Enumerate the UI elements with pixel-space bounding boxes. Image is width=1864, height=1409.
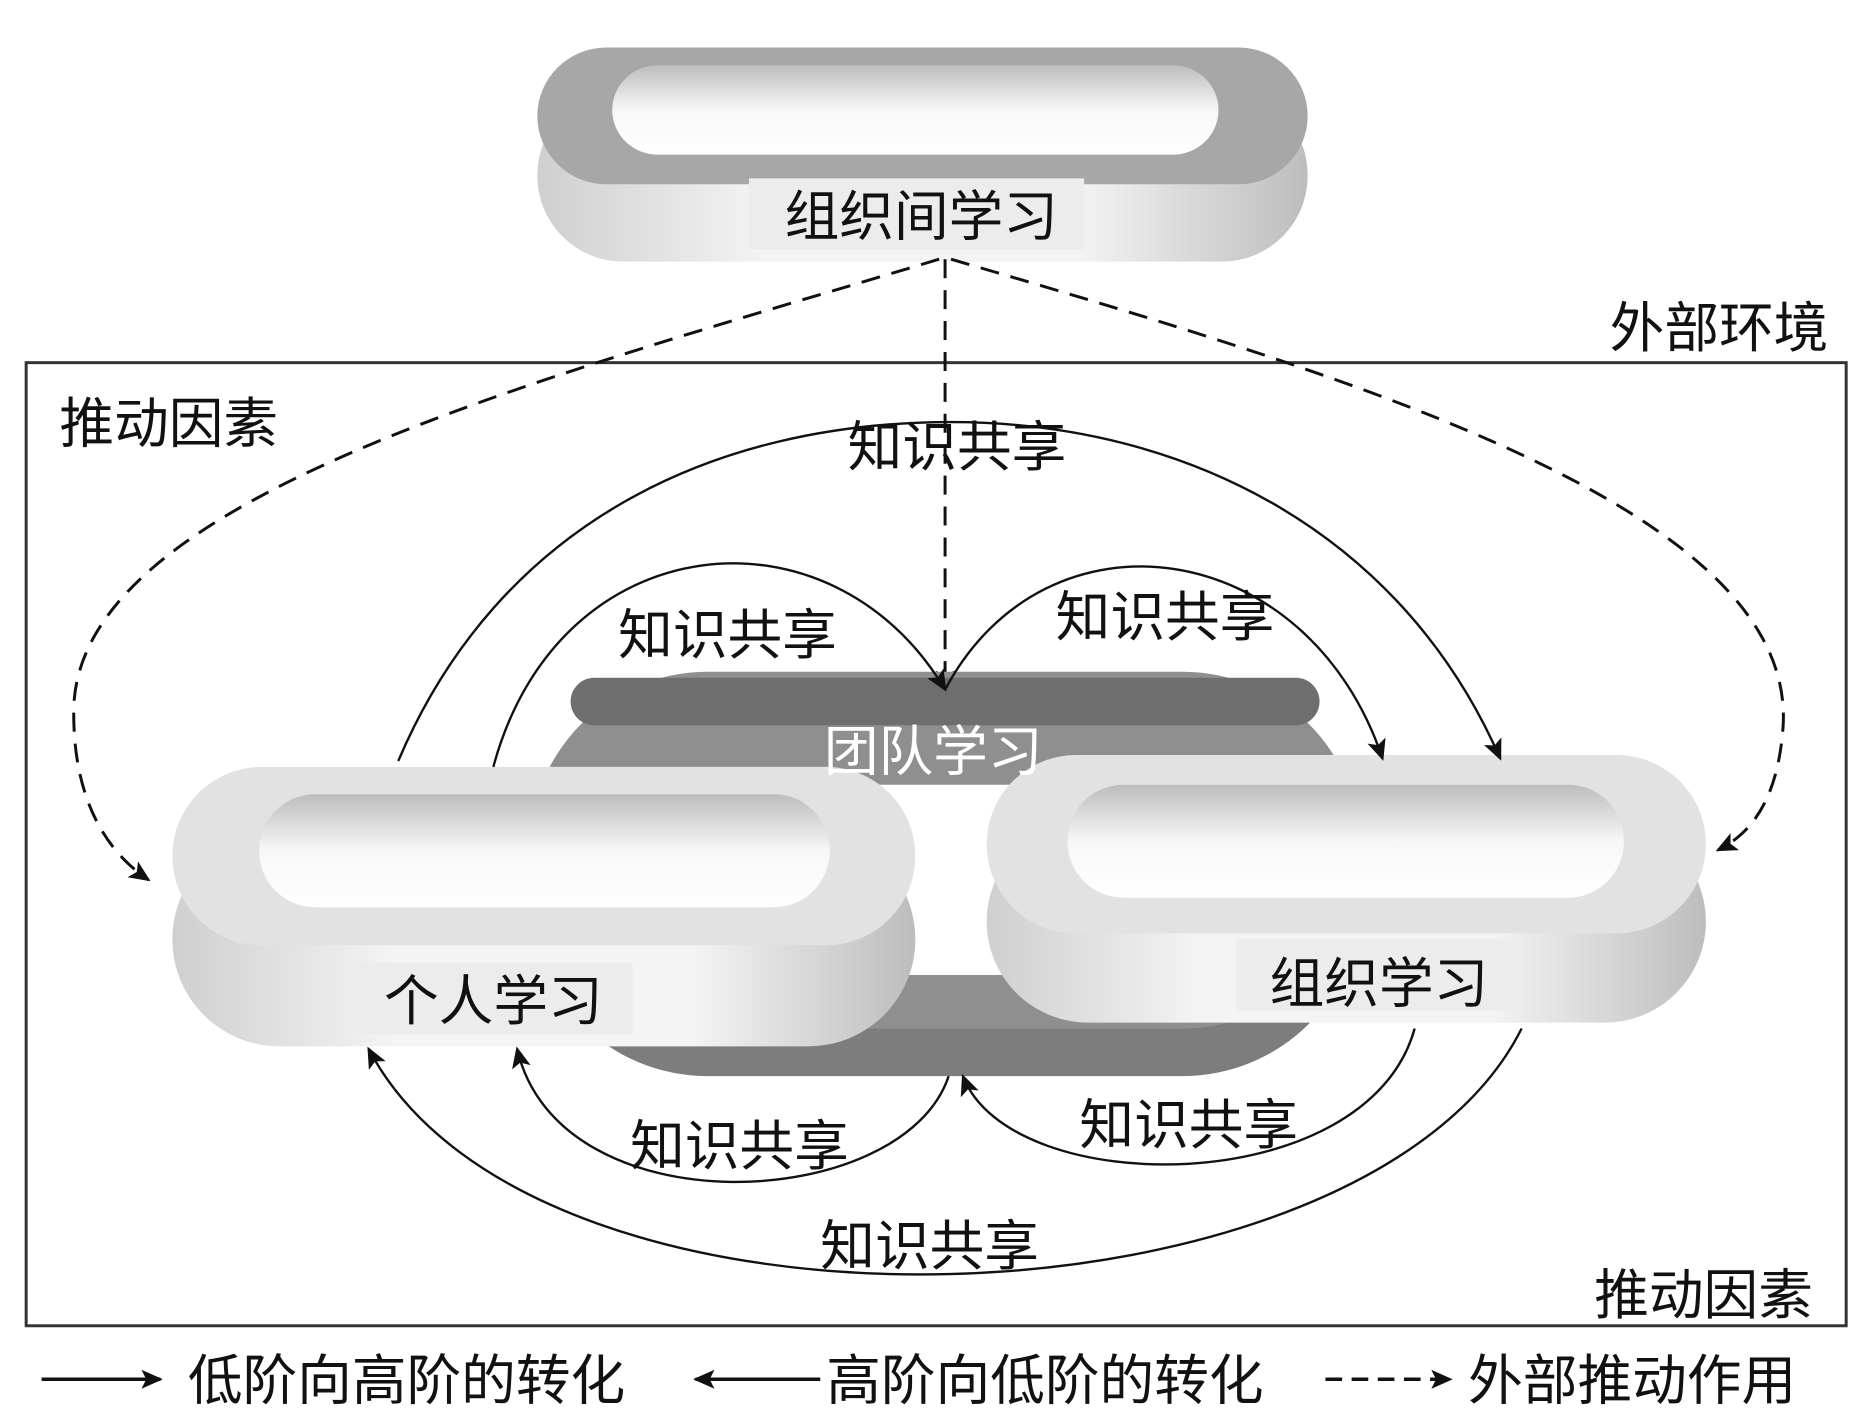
legend: 低阶向高阶的转化 高阶向低阶的转化 外部推动作用 [41,1348,1796,1409]
edge-label-bottom-outer: 知识共享 [820,1214,1039,1278]
node-organization-label: 组织学习 [1270,951,1489,1015]
edge-label-top-right: 知识共享 [1056,585,1275,649]
environment-box [24,361,1848,1328]
arrow-bottom-left [512,1046,950,1184]
edge-label-top-outer: 知识共享 [848,415,1067,479]
drivers-label-bottom: 推动因素 [1594,1263,1813,1327]
node-inter-org-label: 组织间学习 [785,184,1058,248]
legend-low-to-high: 低阶向高阶的转化 [188,1348,625,1409]
node-individual-label: 个人学习 [384,969,603,1033]
external-arrow-to-organization [950,257,1785,852]
edge-label-bottom-left: 知识共享 [630,1114,849,1178]
ring-inter-org [537,47,1308,262]
arrow-bottom-right [960,1028,1416,1166]
arrow-top-right [944,565,1386,761]
arrow-top-left [492,562,947,768]
environment-label: 外部环境 [1610,296,1829,360]
external-arrow-to-individual [72,257,940,882]
node-team-label: 团队学习 [824,719,1043,783]
ring-individual [172,766,916,1047]
arrow-bottom-outer [367,1027,1523,1276]
ring-organization [986,755,1706,1023]
edge-label-bottom-right: 知识共享 [1079,1093,1298,1157]
edge-label-top-left: 知识共享 [618,603,837,667]
legend-high-to-low: 高阶向低阶的转化 [826,1348,1263,1409]
drivers-label-top: 推动因素 [59,391,278,455]
arrow-top-outer [397,420,1502,762]
legend-external: 外部推动作用 [1468,1348,1796,1409]
